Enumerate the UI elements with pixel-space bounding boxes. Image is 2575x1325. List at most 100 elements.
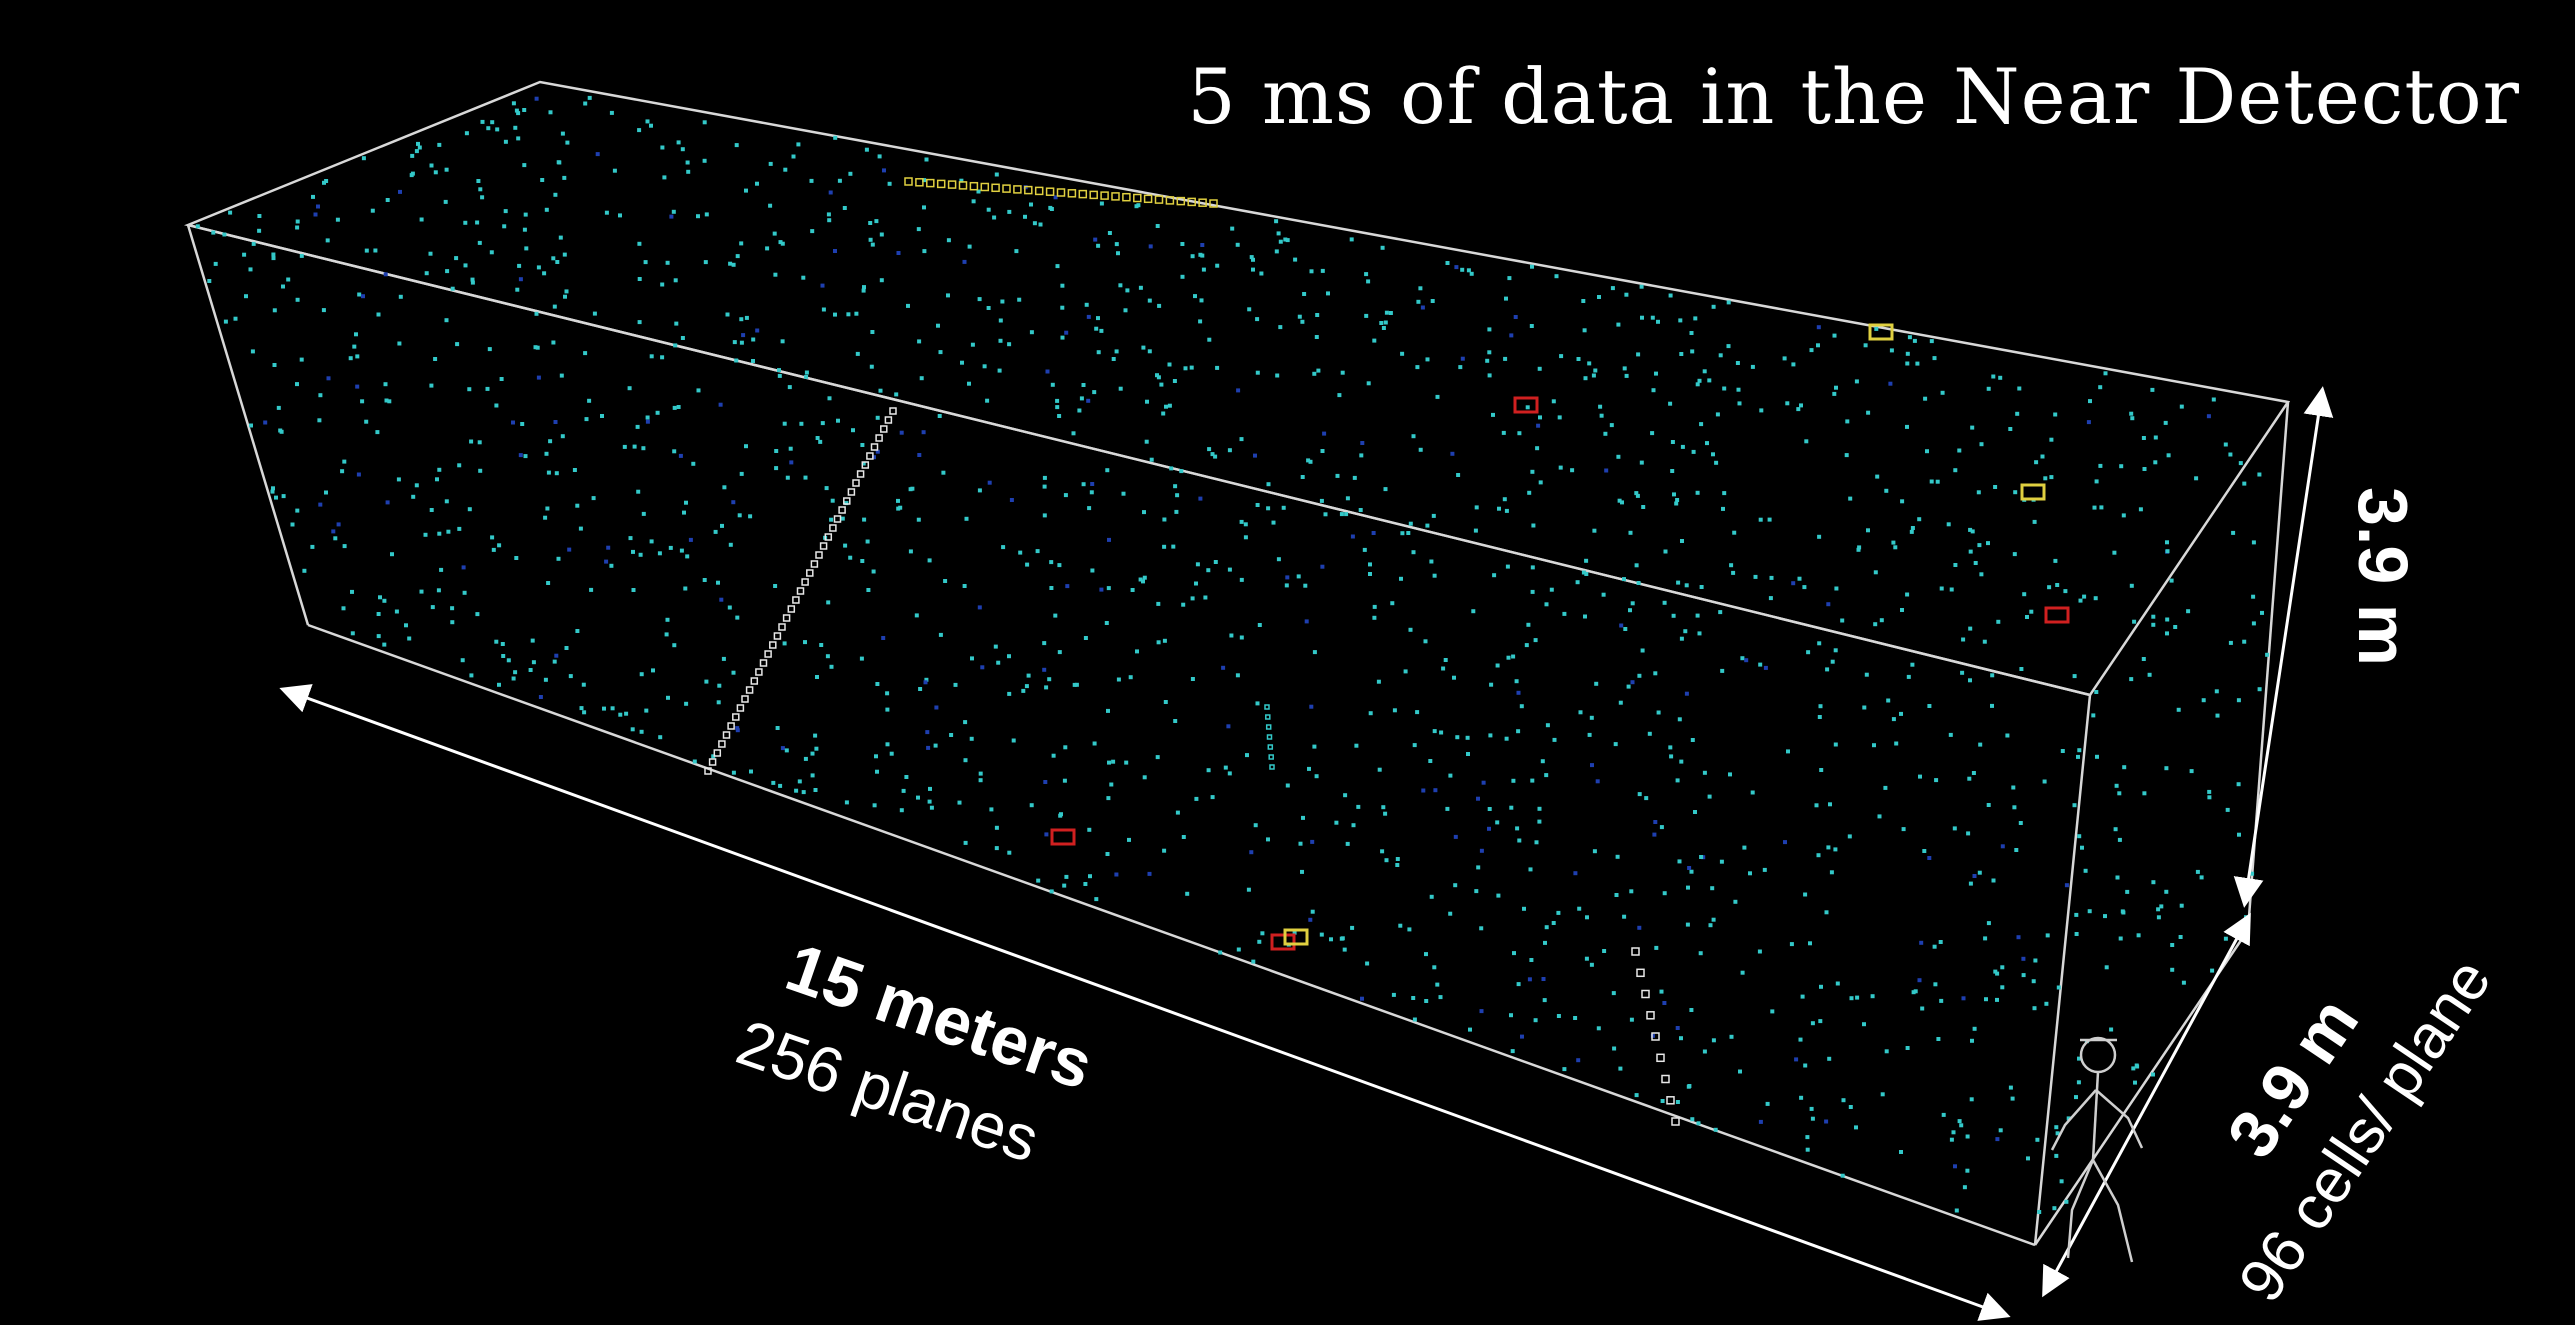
hit-marker <box>735 726 740 731</box>
hit-marker <box>1415 710 1420 715</box>
hit-marker <box>1718 610 1723 615</box>
hit-marker <box>464 131 469 136</box>
hit-marker <box>970 656 974 661</box>
hit-marker <box>830 498 835 503</box>
hit-marker <box>1668 293 1673 298</box>
hit-marker <box>1977 543 1982 548</box>
hit-marker <box>1620 500 1624 505</box>
hit-marker <box>1844 453 1849 458</box>
hit-marker <box>1862 1022 1866 1027</box>
hit-marker <box>744 315 749 320</box>
hit-marker <box>896 251 901 255</box>
hit-marker <box>1383 320 1388 325</box>
hit-marker <box>1509 333 1514 338</box>
hit-marker <box>896 498 900 503</box>
hit-marker <box>1479 848 1484 853</box>
hit-marker <box>1038 222 1043 227</box>
hit-marker <box>457 526 462 531</box>
hit-marker <box>731 500 736 505</box>
hit-marker <box>1616 322 1621 327</box>
hit-marker <box>844 501 849 506</box>
hit-marker <box>376 634 381 639</box>
hit-marker <box>2223 936 2228 941</box>
hit-marker <box>324 179 329 183</box>
hit-marker <box>606 545 611 550</box>
hit-marker <box>610 706 615 711</box>
hit-marker <box>1637 673 1642 678</box>
hit-marker <box>949 733 954 737</box>
hit-marker <box>780 339 785 344</box>
hit-marker <box>429 163 434 168</box>
hit-marker <box>2000 985 2005 990</box>
hit-marker <box>342 544 347 549</box>
hit-marker <box>739 340 744 345</box>
hit-marker <box>1530 469 1535 474</box>
hit-marker <box>2076 1080 2081 1085</box>
track-hit <box>1100 191 1109 200</box>
hit-marker <box>2228 640 2233 645</box>
hit-marker <box>467 507 472 512</box>
track-hit <box>1198 198 1207 207</box>
hit-marker <box>1517 838 1522 843</box>
hit-marker <box>1549 587 1554 592</box>
hit-marker <box>1062 778 1067 783</box>
hit-marker <box>579 706 584 711</box>
hit-marker <box>1206 568 1211 573</box>
hit-marker <box>2142 467 2147 471</box>
hit-marker <box>1368 572 1372 576</box>
hit-marker <box>1421 788 1426 793</box>
hit-marker <box>664 632 669 637</box>
hit-marker <box>2053 558 2058 563</box>
hit-marker <box>765 246 770 251</box>
hit-marker <box>1544 602 1549 607</box>
hit-marker <box>1239 437 1244 442</box>
hit-marker <box>2010 1096 2015 1101</box>
hit-marker <box>1099 328 1104 333</box>
hit-marker <box>535 345 540 350</box>
hit-marker <box>1634 1093 1639 1098</box>
hit-marker <box>1092 390 1097 395</box>
hit-marker <box>1260 931 1265 936</box>
hit-marker <box>1889 348 1894 353</box>
hit-marker <box>470 280 475 285</box>
hit-marker <box>1905 592 1910 597</box>
hit-marker <box>2129 583 2134 588</box>
hit-marker <box>1758 517 1763 522</box>
hit-marker <box>1995 997 1999 1002</box>
hit-marker <box>674 321 679 326</box>
hit-marker <box>1167 403 1172 408</box>
hit-marker <box>1368 711 1373 716</box>
hit-marker <box>2053 412 2058 417</box>
hit-marker <box>490 535 495 540</box>
hit-marker <box>1303 583 1308 588</box>
track-hit <box>1187 197 1196 207</box>
hit-marker <box>1161 411 1166 416</box>
hit-marker <box>1782 356 1787 361</box>
hit-marker <box>1337 393 1342 398</box>
hit-marker <box>1111 759 1116 764</box>
hit-marker <box>967 381 971 386</box>
hit-marker <box>531 660 536 665</box>
hit-marker <box>1107 231 1112 235</box>
hit-marker <box>1806 650 1811 655</box>
hit-marker <box>503 209 508 214</box>
hit-marker <box>248 267 253 272</box>
hit-marker <box>461 565 466 570</box>
hit-marker <box>583 101 588 106</box>
hit-marker <box>887 181 892 186</box>
hit-marker <box>1833 742 1838 747</box>
hit-marker <box>1376 679 1381 684</box>
hit-marker <box>1824 1119 1829 1124</box>
hit-marker <box>1894 741 1899 746</box>
hit-marker <box>1476 865 1481 870</box>
hit-marker <box>2214 689 2219 694</box>
hit-marker <box>450 286 455 291</box>
hit-marker <box>1863 343 1868 348</box>
hit-marker <box>1372 604 1377 609</box>
hit-marker <box>1465 735 1470 740</box>
hit-marker <box>829 664 834 669</box>
track-hit <box>787 605 796 613</box>
hit-marker <box>1581 570 1586 575</box>
hit-marker <box>475 220 480 225</box>
hit-marker <box>2129 677 2134 682</box>
